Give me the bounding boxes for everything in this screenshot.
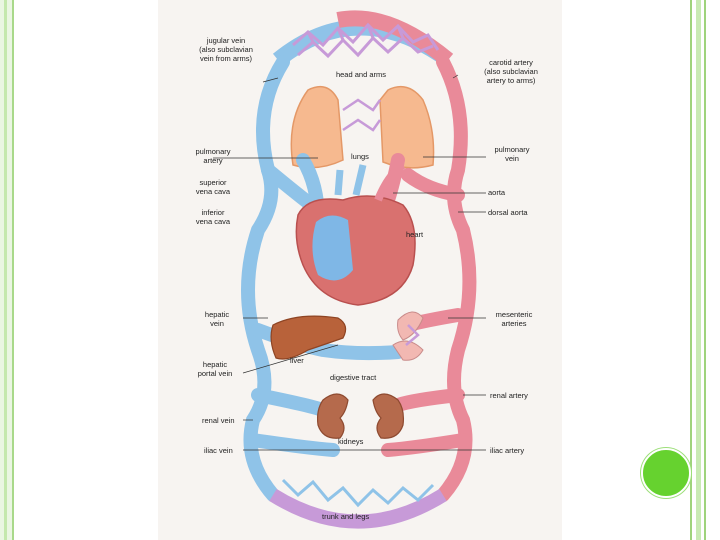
slide-right-border <box>690 0 720 540</box>
label-iliac-artery: iliac artery <box>490 446 524 455</box>
label-jugular-vein: jugular vein (also subclavian vein from … <box>186 36 266 63</box>
label-mesenteric-arteries: mesenteric arteries <box>484 310 544 328</box>
kidneys-shape <box>318 394 404 438</box>
label-inferior-vena-cava: inferior vena cava <box>188 208 238 226</box>
slide-left-border <box>0 0 14 540</box>
label-heart: heart <box>406 230 423 239</box>
circulatory-diagram: jugular vein (also subclavian vein from … <box>158 0 562 540</box>
label-lungs: lungs <box>351 152 369 161</box>
label-trunk-and-legs: trunk and legs <box>322 512 369 521</box>
label-digestive-tract: digestive tract <box>330 373 376 382</box>
label-kidneys: kidneys <box>338 437 363 446</box>
label-hepatic-vein: hepatic vein <box>194 310 240 328</box>
label-pulmonary-vein: pulmonary vein <box>486 145 538 163</box>
label-aorta: aorta <box>488 188 505 197</box>
accent-circle <box>641 448 691 498</box>
label-renal-vein: renal vein <box>202 416 235 425</box>
label-renal-artery: renal artery <box>490 391 528 400</box>
head-capillary-bed <box>278 18 448 60</box>
label-carotid-artery: carotid artery (also subclavian artery t… <box>468 58 554 85</box>
label-liver: liver <box>290 356 304 365</box>
label-head-and-arms: head and arms <box>326 70 396 79</box>
label-superior-vena-cava: superior vena cava <box>188 178 238 196</box>
label-pulmonary-artery: pulmonary artery <box>188 147 238 165</box>
label-iliac-vein: iliac vein <box>204 446 233 455</box>
label-dorsal-aorta: dorsal aorta <box>488 208 528 217</box>
label-hepatic-portal-vein: hepatic portal vein <box>186 360 244 378</box>
